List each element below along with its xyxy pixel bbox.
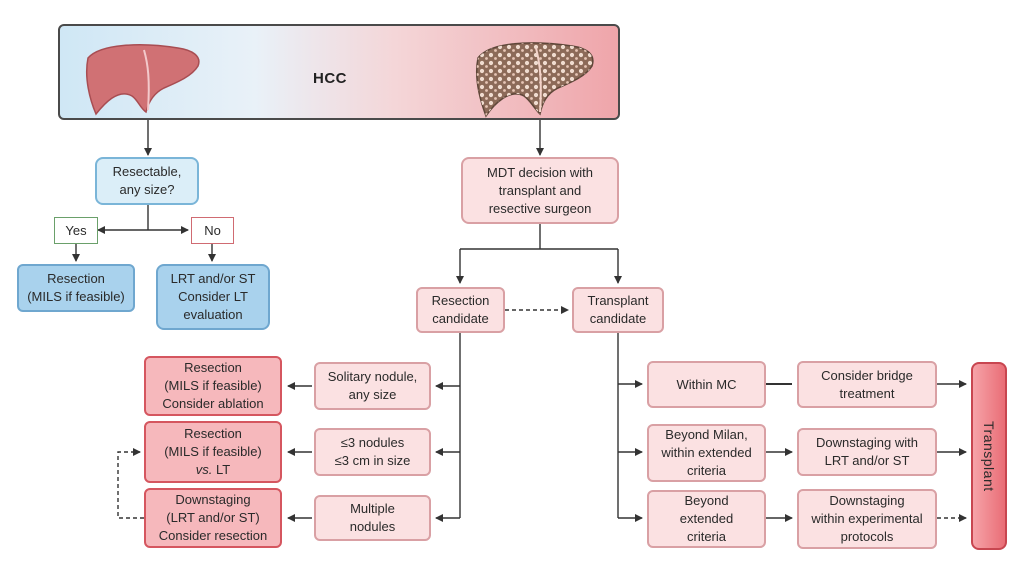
three-nodules-box: ≤3 nodules≤3 cm in size: [314, 428, 431, 476]
no-box: No: [191, 217, 234, 244]
healthy-liver-icon: [85, 44, 200, 116]
resection-mils-box: Resection(MILS if feasible): [17, 264, 135, 312]
cirrhotic-liver-icon: [475, 42, 594, 118]
hcc-title: HCC: [313, 70, 347, 87]
downstaging-resection-box: Downstaging(LRT and/or ST)Consider resec…: [144, 488, 282, 548]
yes-box: Yes: [54, 217, 98, 244]
transplant-box: Transplant: [971, 362, 1007, 550]
solitary-nodule-box: Solitary nodule,any size: [314, 362, 431, 410]
resection-vs-lt-box: Resection(MILS if feasible) vs. LT: [144, 421, 282, 483]
resection-ablation-box: Resection(MILS if feasible)Consider abla…: [144, 356, 282, 416]
resectable-question-box: Resectable,any size?: [95, 157, 199, 205]
within-mc-box: Within MC: [647, 361, 766, 408]
